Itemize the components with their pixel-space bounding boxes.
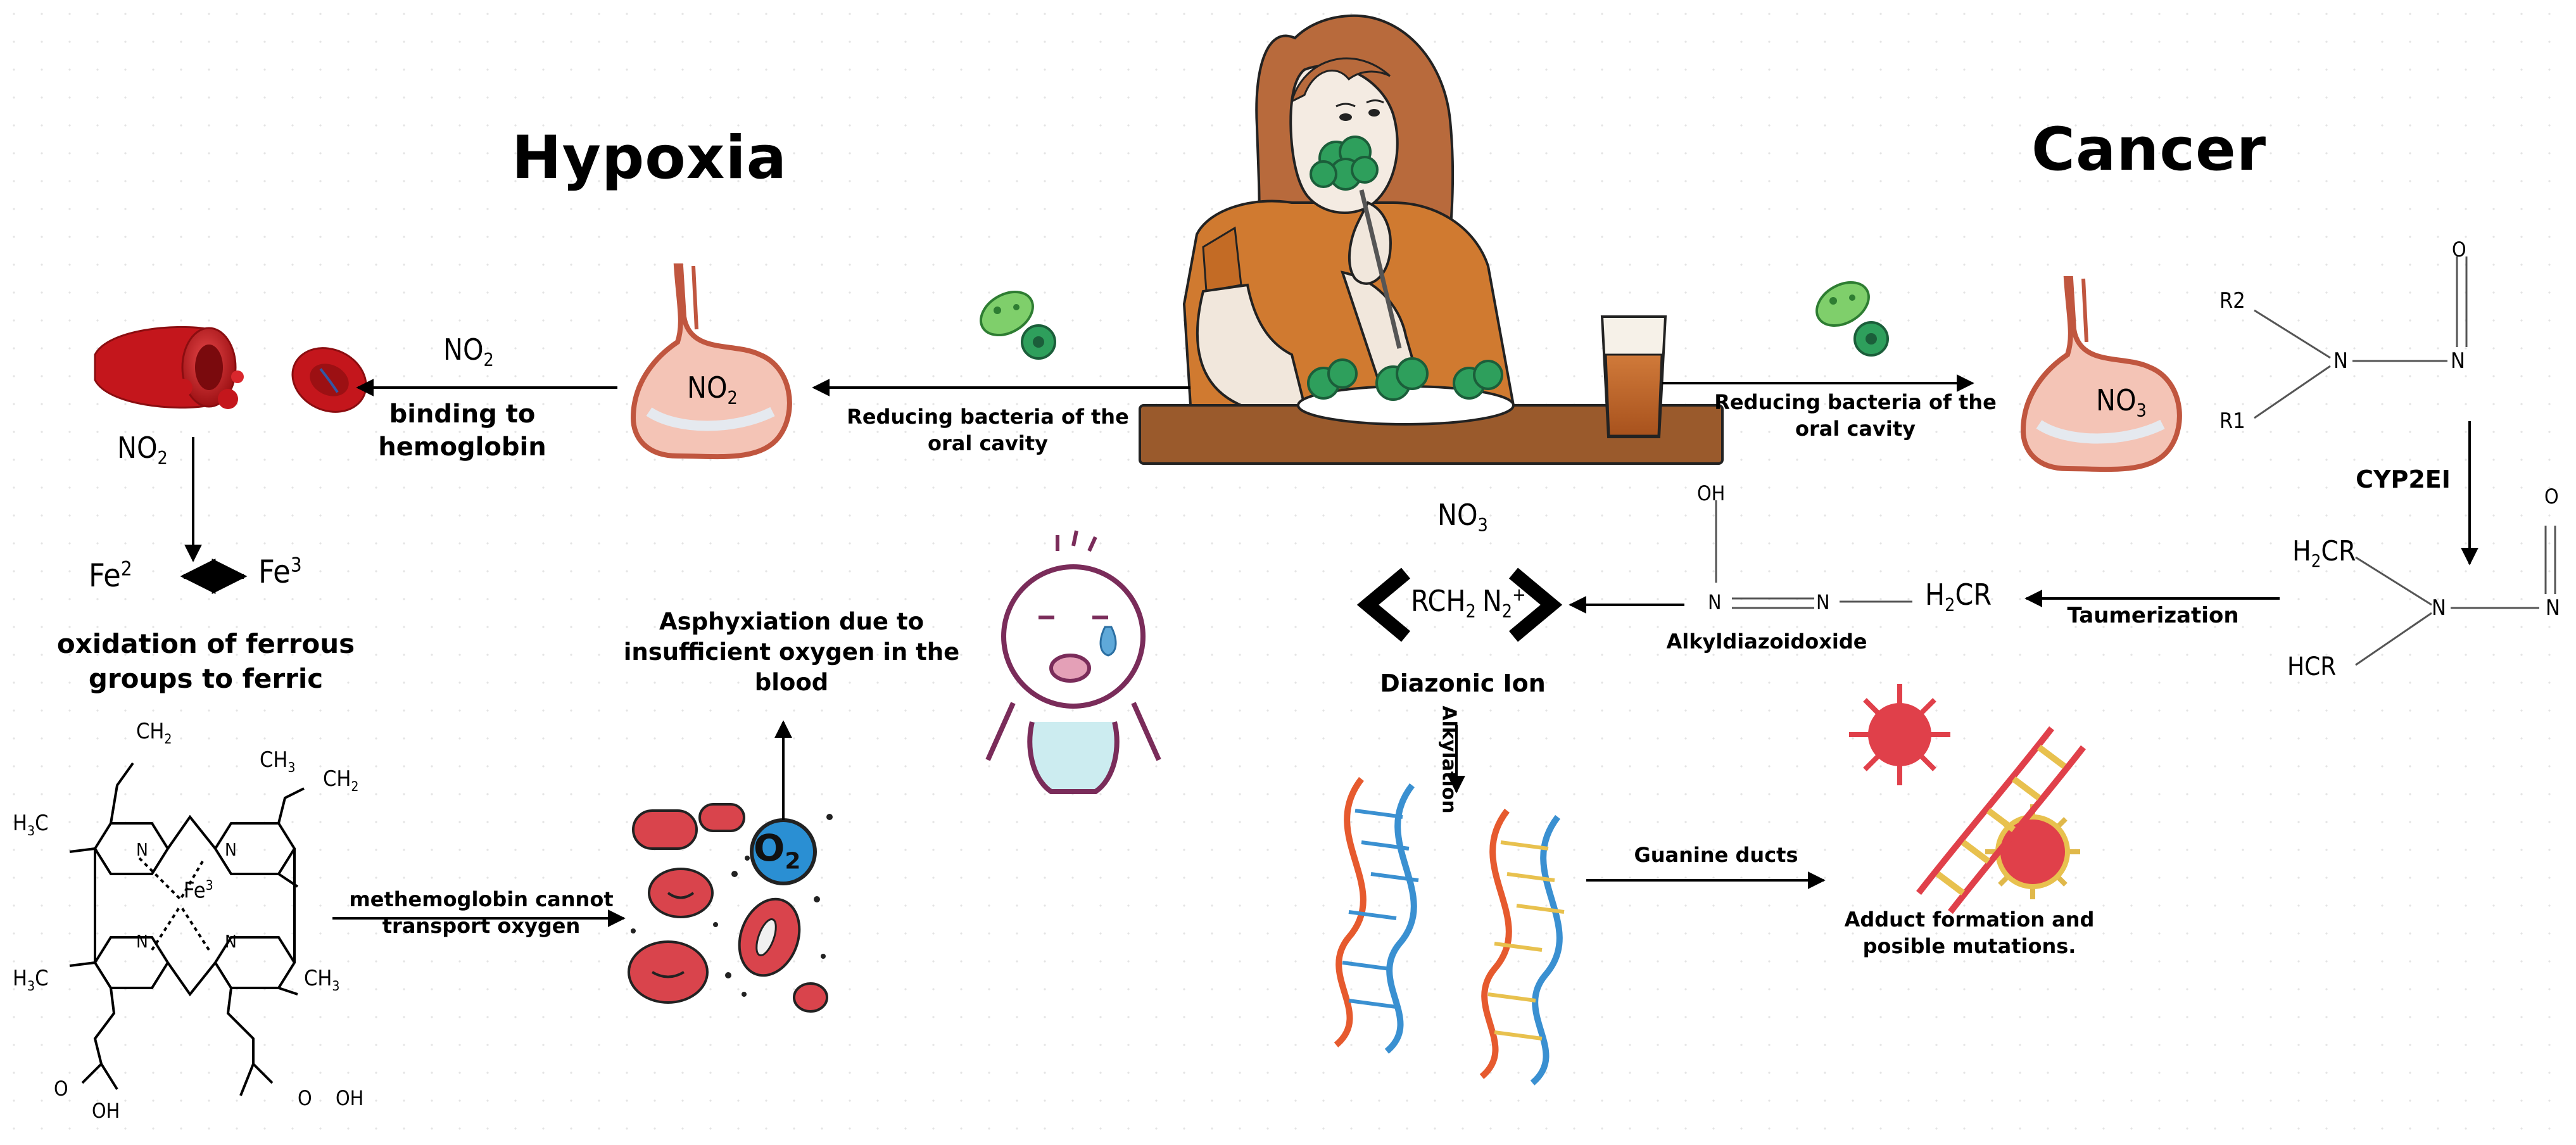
heme-ch3-bottom: CH3	[304, 966, 340, 994]
stomach-icon-right	[2020, 276, 2182, 472]
chem-h2cr-upper: H2CR	[2292, 535, 2356, 571]
formula-no2-arrow: NO2	[443, 332, 494, 371]
heme-n-3: N	[136, 931, 148, 952]
chem-hcr: HCR	[2287, 652, 2337, 681]
chem-n-alkyl-1: N	[1708, 590, 1722, 614]
formula-no3-stomach: NO3	[2096, 383, 2147, 422]
heme-ch2-top: CH2	[136, 719, 172, 747]
chem-oh: OH	[1697, 481, 1726, 505]
blood-cells-oxygen-image	[628, 803, 833, 1013]
chem-h2cr-alkyl: H2CR	[1925, 578, 1992, 616]
bacteria-icon-right	[1815, 281, 1889, 357]
heme-n-2: N	[225, 839, 237, 860]
label-adduct-formation: Adduct formation and posible mutations.	[1844, 908, 2095, 958]
diazonic-brackets	[1356, 567, 1563, 642]
title-cancer: Cancer	[2031, 115, 2267, 184]
label-taumerization: Taumerization	[2067, 603, 2239, 628]
chem-r2: R2	[2219, 288, 2245, 313]
label-reducing-bacteria-right: Reducing bacteria of the oral cavity	[1714, 390, 1997, 441]
heme-structure	[69, 762, 305, 1096]
arrows	[180, 374, 2478, 927]
label-reducing-bacteria-left: Reducing bacteria of the oral cavity	[847, 405, 1129, 455]
woman-eating-illustration	[1139, 14, 1724, 465]
dna-strands-image	[1334, 776, 1565, 1085]
title-hypoxia: Hypoxia	[512, 123, 788, 193]
formula-fe3: Fe3	[258, 554, 302, 590]
cancer-cells-dna-image	[1849, 684, 2086, 914]
heme-o-left: O	[54, 1077, 68, 1101]
chem-o-mid: O	[2544, 484, 2559, 509]
label-diazonic-ion: Diazonic Ion	[1380, 669, 1546, 697]
heme-h3c-bottom: H3C	[13, 966, 49, 994]
label-alkyldiazoidoxide: Alkyldiazoidoxide	[1666, 629, 1867, 654]
label-cyp2e1: CYP2EI	[2356, 465, 2451, 493]
formula-no2-stomach: NO2	[687, 370, 738, 409]
chem-n-top-center: N	[2333, 348, 2348, 374]
heme-o-right: O	[298, 1086, 312, 1110]
label-guanine-ducts: Guanine ducts	[1634, 843, 1798, 867]
heme-n-1: N	[136, 839, 148, 860]
chem-r1: R1	[2219, 408, 2245, 434]
chem-n-top-right: N	[2451, 348, 2465, 374]
heme-oh-right: OH	[336, 1086, 364, 1110]
formula-no3-center: NO3	[1437, 498, 1488, 536]
heme-ch2-right: CH2	[323, 766, 359, 794]
heme-n-4: N	[225, 931, 237, 952]
chemistry-bonds	[1715, 256, 2556, 666]
heme-h3c-left: H3C	[13, 811, 49, 838]
heme-oh-left: OH	[92, 1099, 120, 1123]
heme-ch3-top: CH3	[260, 747, 296, 775]
oxygen-label: O2	[754, 826, 801, 875]
baby-crying-icon	[985, 530, 1161, 794]
label-methemoglobin: methemoglobin cannot transport oxygen	[349, 887, 614, 938]
chem-o-top: O	[2452, 237, 2466, 262]
heme-fe3: Fe3	[184, 877, 213, 904]
chem-n-mid-center: N	[2432, 595, 2446, 621]
label-alkylation: Alkylation	[1437, 705, 1460, 814]
stomach-icon-left	[630, 263, 792, 460]
chem-n-alkyl-2: N	[1816, 590, 1830, 614]
formula-no2-blood: NO2	[117, 431, 168, 469]
bacteria-icon-left	[980, 290, 1056, 360]
label-asphyxiation: Asphyxiation due to insufficient oxygen …	[623, 608, 960, 697]
formula-fe2: Fe2	[89, 557, 132, 594]
label-oxidation: oxidation of ferrous groups to ferric	[56, 628, 355, 694]
label-binding-hemoglobin: binding to hemoglobin	[378, 400, 546, 462]
red-blood-cells-image	[94, 326, 367, 413]
chem-n-mid-right: N	[2546, 595, 2560, 621]
